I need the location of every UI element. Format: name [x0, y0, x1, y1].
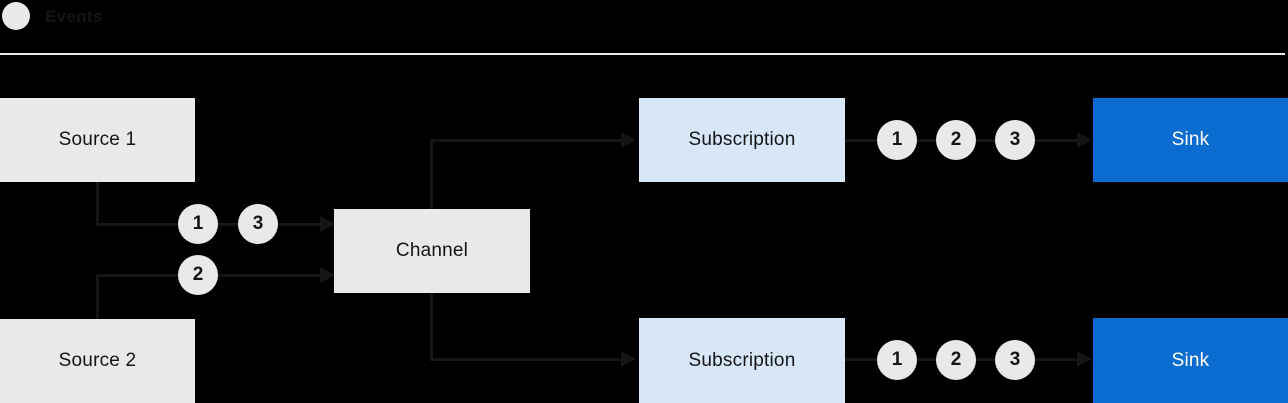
legend-divider [0, 53, 1285, 55]
connector-source1-down [96, 182, 99, 225]
arrowhead-into-sink-top [1077, 132, 1092, 148]
arrowhead-into-subscription-top [621, 132, 636, 148]
node-sink-bottom: Sink [1093, 318, 1288, 403]
connector-channel-to-subscription-bottom [430, 358, 622, 361]
node-source-2: Source 2 [0, 319, 195, 403]
event-circle: 3 [238, 204, 278, 244]
event-circle: 3 [995, 340, 1035, 380]
connector-source2-up [96, 274, 99, 320]
node-subscription-bottom: Subscription [639, 318, 845, 403]
arrowhead-into-channel-top [320, 216, 335, 232]
arrowhead-into-sink-bottom [1077, 351, 1092, 367]
event-circle: 1 [877, 340, 917, 380]
node-source-1: Source 1 [0, 98, 195, 182]
event-circle: 1 [178, 204, 218, 244]
arrowhead-into-channel-bottom [320, 267, 335, 283]
node-channel: Channel [334, 209, 530, 293]
event-circle: 2 [936, 340, 976, 380]
connector-channel-down [430, 292, 433, 360]
node-subscription-top: Subscription [639, 98, 845, 182]
connector-channel-up [430, 139, 433, 210]
legend-label: Events [45, 7, 103, 26]
connector-channel-to-subscription-top [430, 139, 622, 142]
event-circle: 2 [936, 120, 976, 160]
event-circle: 3 [995, 120, 1035, 160]
event-circle: 1 [877, 120, 917, 160]
event-circle: 2 [178, 255, 218, 295]
arrowhead-into-subscription-bottom [621, 351, 636, 367]
node-sink-top: Sink [1093, 98, 1288, 182]
event-circle-icon [2, 2, 30, 30]
